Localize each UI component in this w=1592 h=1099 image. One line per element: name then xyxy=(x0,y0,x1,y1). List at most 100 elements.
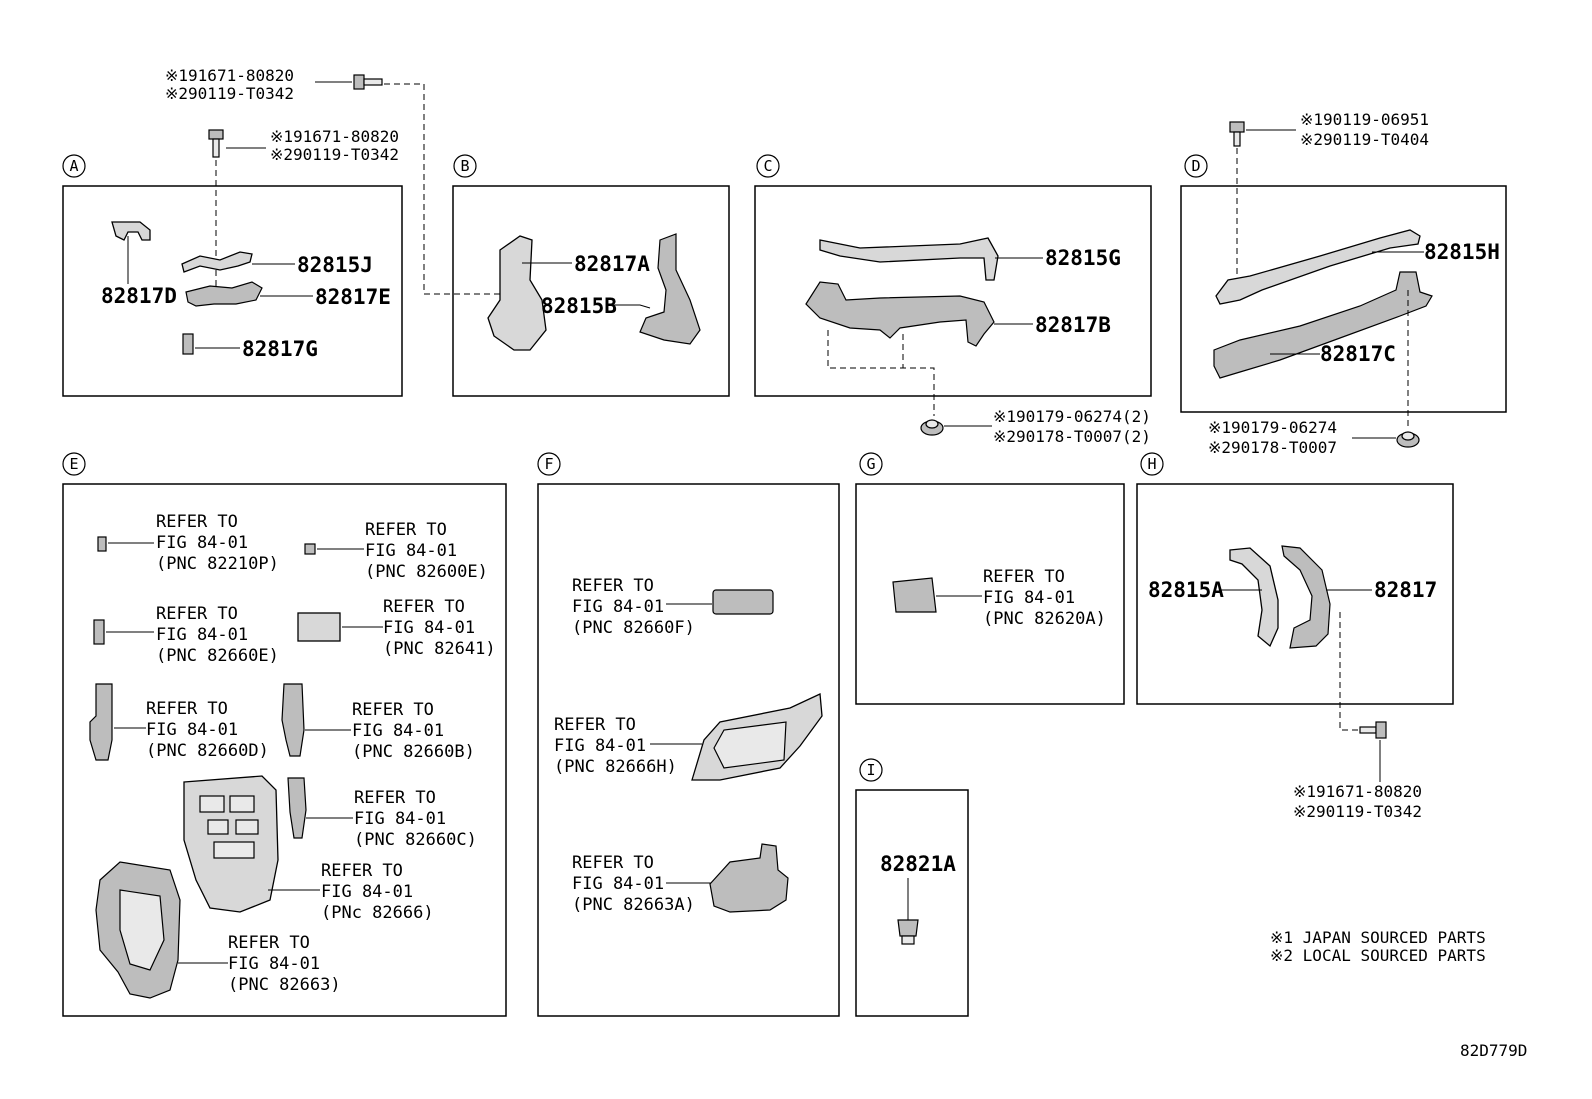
e8-refer: REFER TO xyxy=(321,861,403,881)
part-label-82821a: 82821A xyxy=(880,852,956,876)
junction-block-icon xyxy=(183,775,279,913)
part-label-82815j: 82815J xyxy=(297,253,373,277)
e5-fig: FIG 84-01 xyxy=(146,720,238,740)
part-82817g-shape xyxy=(182,333,194,355)
f2-fig: FIG 84-01 xyxy=(554,736,646,756)
fastener-top-code-1: ※191671-80820 xyxy=(165,66,294,85)
fastener-d-top-code-2: ※290119-T0404 xyxy=(1300,130,1429,149)
fastener-c-code-1: ※190179-06274(2) xyxy=(993,407,1151,426)
part-label-82817: 82817 xyxy=(1374,578,1437,602)
part-82817-shape xyxy=(1281,545,1331,649)
f1-pnc: (PNC 82660F) xyxy=(572,618,695,638)
connector-icon xyxy=(304,543,316,555)
bracket-icon xyxy=(95,861,181,999)
box-d-frame xyxy=(1180,185,1507,413)
e4-pnc: (PNC 82641) xyxy=(383,639,496,659)
box-d-label: D xyxy=(1184,154,1208,178)
part-82817b-shape xyxy=(805,281,995,347)
f3-pnc: (PNC 82663A) xyxy=(572,895,695,915)
dashed-leader xyxy=(1339,612,1360,731)
part-82817a-shape xyxy=(639,233,701,345)
box-a-frame xyxy=(62,185,403,397)
part-label-82815g: 82815G xyxy=(1045,246,1121,270)
e7-fig: FIG 84-01 xyxy=(354,809,446,829)
svg-text:B: B xyxy=(460,157,469,175)
part-label-82817b: 82817B xyxy=(1035,313,1111,337)
part-82817e-shape xyxy=(185,281,263,307)
e3-fig: FIG 84-01 xyxy=(156,625,248,645)
fastener-h-code-1: ※191671-80820 xyxy=(1293,782,1422,801)
e7-pnc: (PNC 82660C) xyxy=(354,830,477,850)
e9-refer: REFER TO xyxy=(228,933,310,953)
part-82815h-shape xyxy=(1215,229,1421,305)
e3-pnc: (PNC 82660E) xyxy=(156,646,279,666)
svg-text:C: C xyxy=(763,157,772,175)
bolt-icon xyxy=(1359,721,1387,739)
part-82817c-shape xyxy=(1213,271,1433,379)
bolt-icon xyxy=(315,74,383,90)
cover-icon xyxy=(709,843,789,913)
e6-refer: REFER TO xyxy=(352,700,434,720)
part-82815a-shape xyxy=(1229,547,1279,648)
e2-refer: REFER TO xyxy=(365,520,447,540)
fastener-a-code-1: ※191671-80820 xyxy=(270,127,399,146)
fastener-d-bot-code-1: ※190179-06274 xyxy=(1208,418,1337,437)
box-b-label: B xyxy=(453,154,477,178)
box-a-label: A xyxy=(62,154,86,178)
e6-fig: FIG 84-01 xyxy=(352,721,444,741)
g1-refer: REFER TO xyxy=(983,567,1065,587)
fastener-a-code-2: ※290119-T0342 xyxy=(270,145,399,164)
legend-japan-sourced: ※1 JAPAN SOURCED PARTS xyxy=(1270,928,1486,947)
part-label-82817g: 82817G xyxy=(242,337,318,361)
box-e-label: E xyxy=(62,452,86,476)
e6-pnc: (PNC 82660B) xyxy=(352,742,475,762)
fastener-top-code-2: ※290119-T0342 xyxy=(165,84,294,103)
box-e-frame xyxy=(62,483,507,1017)
e1-pnc: (PNC 82210P) xyxy=(156,554,279,574)
g1-pnc: (PNC 82620A) xyxy=(983,609,1106,629)
e8-fig: FIG 84-01 xyxy=(321,882,413,902)
box-h-label: H xyxy=(1140,452,1164,476)
e8-pnc: (PNc 82666) xyxy=(321,903,434,923)
tray-icon xyxy=(691,693,823,781)
svg-text:F: F xyxy=(544,455,553,473)
svg-text:I: I xyxy=(866,761,875,779)
part-82815b-shape xyxy=(487,235,547,351)
e7-refer: REFER TO xyxy=(354,788,436,808)
module-icon xyxy=(297,612,341,642)
ecu-icon xyxy=(892,577,937,613)
fastener-d-top-code-1: ※190119-06951 xyxy=(1300,110,1429,129)
part-label-82815h: 82815H xyxy=(1424,240,1500,264)
e1-fig: FIG 84-01 xyxy=(156,533,248,553)
svg-text:H: H xyxy=(1147,455,1156,473)
e2-pnc: (PNC 82600E) xyxy=(365,562,488,582)
f1-refer: REFER TO xyxy=(572,576,654,596)
connector-icon xyxy=(287,777,307,839)
box-g-frame xyxy=(855,483,1125,705)
box-i-frame xyxy=(855,789,969,1017)
nut-icon xyxy=(1396,431,1420,448)
box-c-frame xyxy=(754,185,1152,397)
svg-text:E: E xyxy=(69,455,78,473)
diagram-id: 82D779D xyxy=(1460,1041,1527,1060)
svg-text:A: A xyxy=(69,157,78,175)
f2-pnc: (PNC 82666H) xyxy=(554,757,677,777)
box-b-frame xyxy=(452,185,730,397)
e4-fig: FIG 84-01 xyxy=(383,618,475,638)
e9-fig: FIG 84-01 xyxy=(228,954,320,974)
part-label-82817c: 82817C xyxy=(1320,342,1396,366)
e1-refer: REFER TO xyxy=(156,512,238,532)
f3-fig: FIG 84-01 xyxy=(572,874,664,894)
bolt-icon xyxy=(208,129,266,158)
dashed-leader xyxy=(827,330,935,416)
part-label-82817a: 82817A xyxy=(574,252,650,276)
e3-refer: REFER TO xyxy=(156,604,238,624)
e4-refer: REFER TO xyxy=(383,597,465,617)
e5-refer: REFER TO xyxy=(146,699,228,719)
g1-fig: FIG 84-01 xyxy=(983,588,1075,608)
fastener-c-code-2: ※290178-T0007(2) xyxy=(993,427,1151,446)
dashed-leader xyxy=(384,83,500,295)
bolt-icon xyxy=(1229,121,1296,147)
fastener-h-code-2: ※290119-T0342 xyxy=(1293,802,1422,821)
